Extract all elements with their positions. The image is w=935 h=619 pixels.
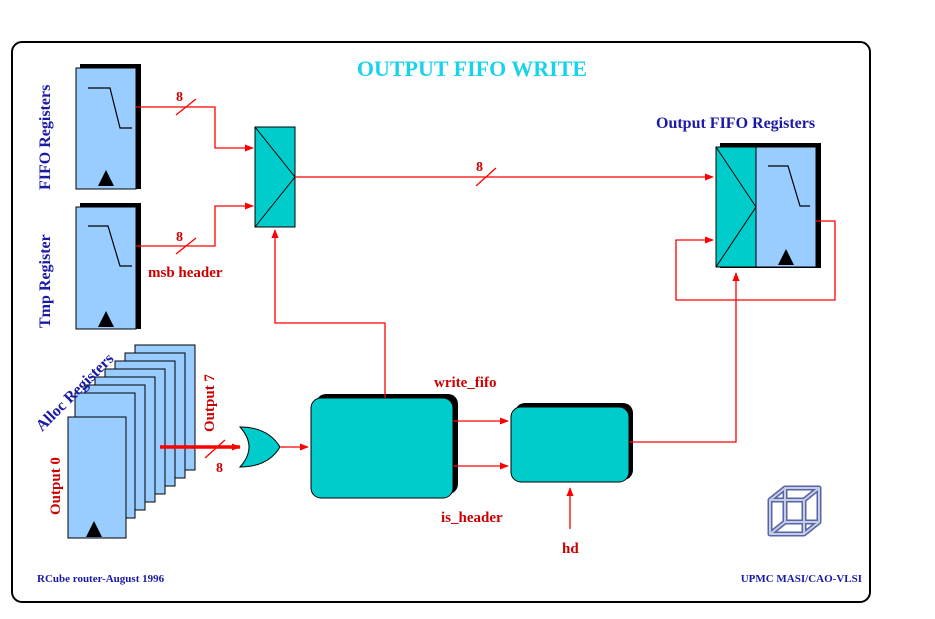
- or-gate: [238, 426, 281, 468]
- masi-cube-logo: [767, 485, 822, 537]
- bus-width-top: 8: [176, 90, 183, 105]
- output-0-label: Output 0: [48, 457, 64, 515]
- clock-edge-icon: [768, 165, 810, 207]
- bus-width-alloc: 8: [216, 461, 223, 476]
- bus-width-mid: 8: [176, 230, 183, 245]
- clock-triangle-icon: [778, 249, 794, 265]
- output-fifo-registers-label: Output FIFO Registers: [656, 115, 815, 132]
- fifo-controller-block: [310, 394, 458, 499]
- control-signal-wires: [453, 417, 509, 470]
- clock-edge-icon: [88, 87, 132, 129]
- fifo-registers-block: [75, 64, 141, 190]
- write-fifo-label: write_fifo: [434, 375, 496, 391]
- fifo-registers-label: FIFO Registers: [37, 85, 54, 190]
- alloc-registers-stack: [67, 344, 196, 539]
- mux-select-wire: [271, 229, 386, 398]
- footer-left: RCube router-August 1996: [37, 573, 165, 585]
- output-fifo-registers-block: [715, 143, 821, 268]
- alloc-to-or-wires: [160, 439, 241, 459]
- tmp-register-label: Tmp Register: [37, 234, 54, 328]
- tmp-register-block: [75, 203, 141, 330]
- clock-edge-icon: [88, 225, 132, 267]
- output-fifo-feedback: [675, 220, 836, 301]
- diagram-title: OUTPUT FIFO WRITE: [357, 56, 587, 81]
- hd-label: hd: [562, 541, 579, 557]
- is-header-label: is_header: [441, 510, 503, 526]
- clock-triangle-icon: [86, 521, 102, 537]
- header-logic-block: [510, 403, 633, 483]
- footer-right: UPMC MASI/CAO-VLSI: [741, 573, 862, 585]
- output-7-label: Output 7: [202, 374, 218, 432]
- clock-triangle-icon: [98, 170, 114, 186]
- clock-triangle-icon: [98, 311, 114, 327]
- output-fifo-enable-wire: [629, 272, 740, 443]
- multiplexer: [254, 126, 296, 228]
- msb-header-label: msb header: [148, 265, 223, 281]
- bus-width-output: 8: [476, 160, 483, 175]
- mux-output-bus: [295, 167, 714, 187]
- diagram-frame: [11, 41, 871, 603]
- register-wires: [136, 98, 254, 255]
